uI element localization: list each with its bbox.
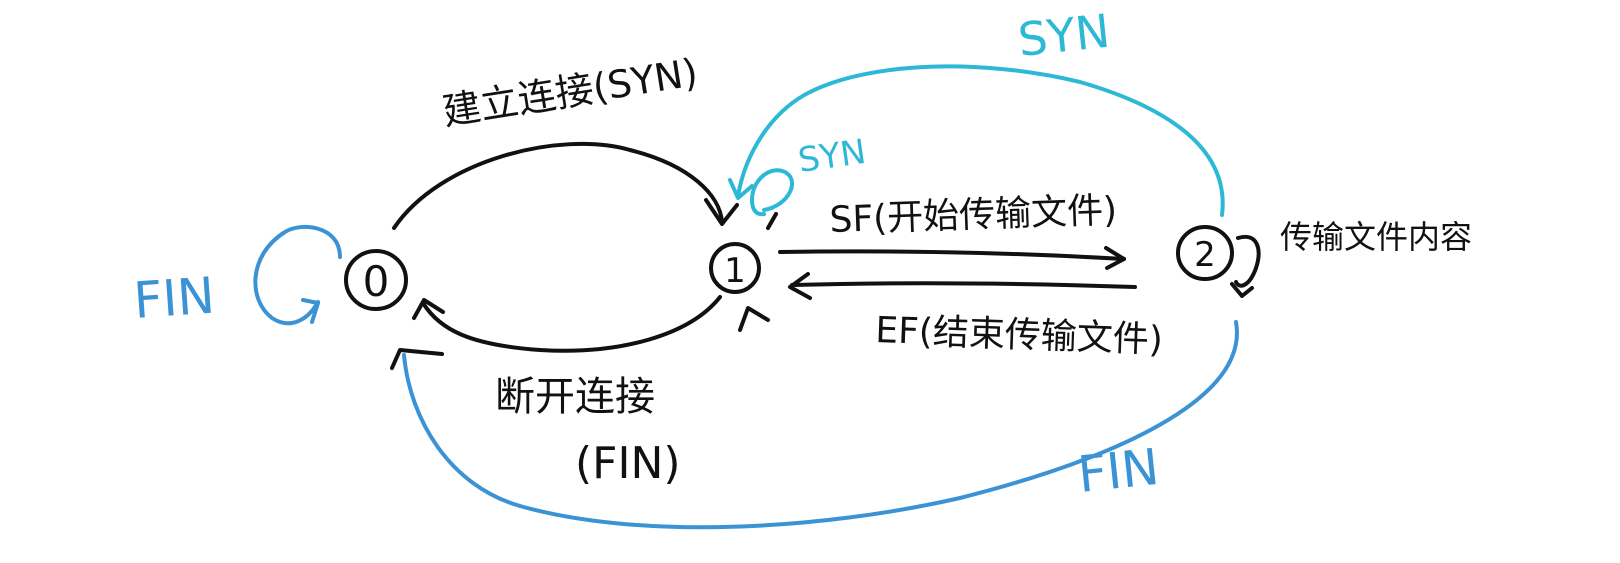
self-loop-2-arrowhead	[1230, 282, 1254, 298]
edge-2-to-1-top: SYN	[728, 4, 1225, 217]
edge-1-to-0-arrowhead	[412, 298, 445, 320]
edge-2-to-1-arrowhead	[788, 272, 812, 300]
state-0-circle	[344, 249, 408, 311]
edge-1-to-0-label-line1: 断开连接	[495, 374, 655, 420]
edge-2-to-0-arc	[402, 320, 1239, 530]
edge-0-to-1: 建立连接(SYN)	[392, 50, 739, 230]
edge-1-to-0-tick	[390, 348, 444, 370]
edge-2-to-1-label: EF(结束传输文件)	[875, 310, 1164, 361]
edge-2-to-1-top-arc	[736, 64, 1225, 217]
edge-0-to-1-label: 建立连接(SYN)	[440, 50, 701, 134]
state-0-label: 0	[363, 257, 390, 306]
edge-0-to-1-arrowhead	[704, 198, 739, 226]
edge-1-to-2: SF(开始传输文件)	[766, 190, 1126, 270]
edge-1-to-2-tick	[766, 212, 778, 230]
self-loop-1-label: SYN	[796, 132, 869, 181]
edge-2-to-1: EF(结束传输文件)	[738, 272, 1164, 361]
edge-2-to-0: FIN	[402, 320, 1239, 530]
self-loop-1: SYN	[750, 132, 869, 217]
state-0: 0	[344, 249, 408, 311]
edge-2-to-1-top-arrowhead	[728, 178, 754, 200]
self-loop-0: FIN	[132, 224, 342, 330]
self-loop-0-arc	[253, 224, 342, 326]
edge-2-to-0-label: FIN	[1075, 438, 1162, 504]
state-2: 2	[1176, 225, 1234, 281]
self-loop-0-arrowhead	[301, 298, 320, 324]
edge-1-to-2-arrowhead	[1104, 246, 1126, 270]
state-1-circle	[709, 242, 761, 294]
state-1: 1	[709, 242, 761, 294]
state-1-label: 1	[724, 251, 746, 291]
self-loop-2-arc	[1234, 234, 1261, 288]
self-loop-0-label: FIN	[132, 266, 217, 330]
state-2-label: 2	[1194, 235, 1216, 275]
self-loop-1-arc	[750, 168, 794, 217]
self-loop-2: 传输文件内容	[1230, 218, 1472, 298]
edge-1-to-0-label-line2: (FIN)	[575, 438, 681, 489]
edge-2-to-1-top-label: SYN	[1016, 4, 1113, 67]
edge-1-to-2-line	[778, 249, 1126, 261]
edge-1-to-2-label: SF(开始传输文件)	[829, 190, 1118, 241]
edge-2-to-1-tick	[738, 306, 770, 332]
edge-1-to-0-arc	[421, 295, 722, 353]
edge-2-to-1-line	[790, 281, 1137, 289]
self-loop-2-label: 传输文件内容	[1280, 218, 1472, 256]
edge-1-to-0: 断开连接 (FIN)	[390, 295, 722, 489]
edge-0-to-1-arc	[392, 142, 724, 230]
state-2-circle	[1176, 225, 1234, 281]
